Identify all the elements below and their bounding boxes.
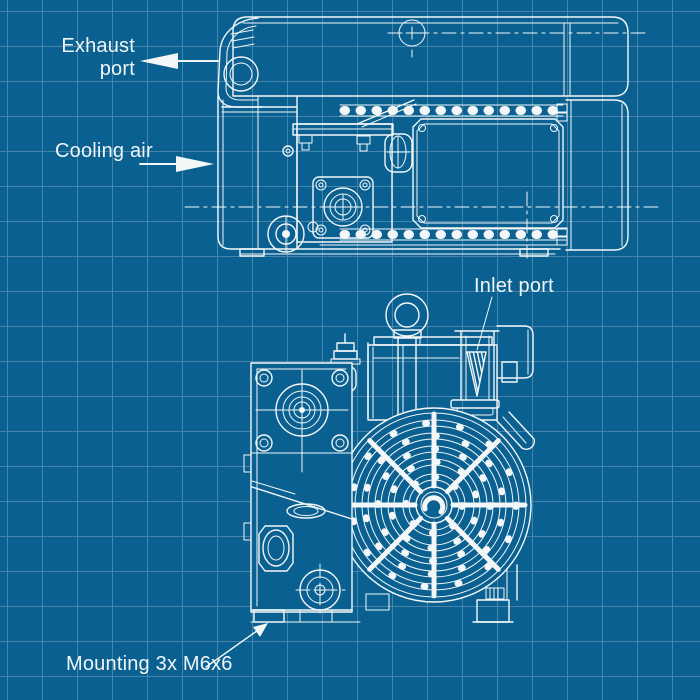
motor-housing-side [556, 99, 629, 251]
inlet-pipe [450, 330, 500, 416]
exhaust-flow-arrow [140, 53, 219, 69]
fan-guard-spokes [340, 411, 528, 599]
foot-block [365, 593, 390, 611]
cooling-fin-band-bottom [339, 228, 567, 241]
exhaust-cover [217, 17, 263, 108]
pump-front-view [205, 293, 536, 668]
centerlines [184, 19, 661, 208]
exhaust-port-label-line1: Exhaust [61, 35, 135, 57]
cooling-flow-arrow [139, 156, 214, 172]
pump-side-view [139, 16, 661, 259]
fan-hub [415, 486, 453, 524]
exhaust-port-label: Exhaust port [30, 35, 135, 81]
pump-module-flange [282, 123, 394, 243]
lifting-eyebolt [385, 293, 429, 417]
mounting-leader-arrow [205, 623, 268, 668]
bearing-plate [243, 362, 361, 623]
drain-knob [267, 215, 319, 253]
fan-guard [336, 407, 532, 603]
top-housing [232, 16, 629, 97]
oil-filler-plug [286, 503, 326, 519]
shaft-end-boss [255, 369, 349, 473]
mounting-foot-right [472, 564, 518, 623]
cooling-air-label: Cooling air [55, 140, 153, 162]
nameplate [412, 118, 564, 259]
gas-ballast-nozzle [496, 411, 536, 450]
cooling-fin-band-top [339, 104, 565, 117]
inlet-port-label: Inlet port [474, 275, 554, 297]
junction-block [496, 325, 534, 383]
exhaust-port-label-line2: port [99, 58, 135, 80]
oil-sight-glass [258, 525, 294, 572]
valve-port [384, 133, 413, 173]
mounting-label: Mounting 3x M6x6 [66, 653, 233, 675]
inlet-leader-line [476, 296, 493, 351]
inlet-flange [450, 399, 500, 409]
